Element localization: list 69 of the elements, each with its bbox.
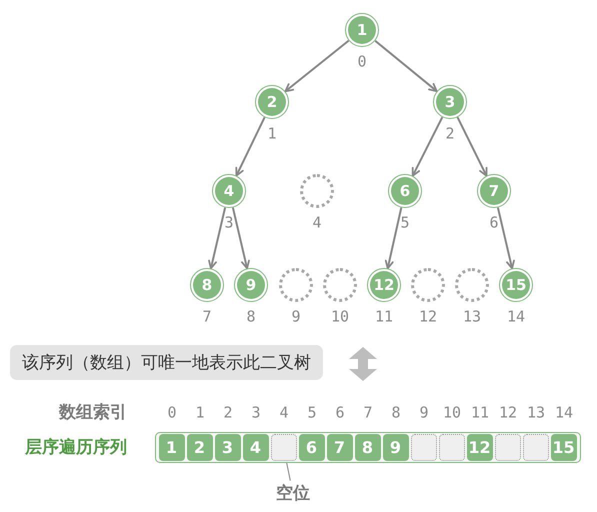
index-number: 7 [202,310,212,324]
index-number: 3 [224,216,234,230]
index-number: 13 [526,406,546,420]
array-cell: 4 [242,434,268,461]
index-number: 1 [195,406,205,420]
tree-node: 7 [477,174,511,208]
empty-cell [438,434,464,461]
index-number: 12 [418,310,438,324]
tree-node: 6 [388,174,422,208]
index-number: 10 [442,406,462,420]
arrow [232,207,250,270]
index-number: 3 [251,406,261,420]
array-cell: 3 [214,434,240,461]
arrow [384,207,402,270]
index-number: 13 [462,310,482,324]
index-number: 10 [330,310,350,324]
index-number: 5 [400,216,410,230]
index-number: 9 [291,310,301,324]
index-number: 12 [498,406,518,420]
arrow [284,40,350,92]
index-number: 11 [470,406,490,420]
callout-label: 空位 [276,486,310,502]
empty-cell [270,434,296,461]
index-number: 1 [267,126,277,142]
tree-node: 2 [255,85,289,119]
arrow [412,116,444,177]
index-number: 7 [363,406,373,420]
array-cell: 9 [382,434,408,461]
index-number: 6 [489,216,499,230]
array-cell: 12 [466,434,492,461]
leader-line [286,460,291,482]
array-cell: 6 [298,434,324,461]
index-number: 4 [279,406,289,420]
array-cell: 2 [186,434,212,461]
index-number: 14 [554,406,574,420]
array-cell: 15 [550,434,576,461]
tree-node: 12 [367,268,401,302]
arrow [235,116,266,177]
tree-node: 1 [345,13,379,47]
arrow [456,116,488,177]
empty-cell [410,434,436,461]
tree-node: 9 [234,268,268,302]
arrow [496,207,515,270]
index-number: 14 [506,310,526,324]
index-number: 5 [307,406,317,420]
note-box: 该序列（数组）可唯一地表示此二叉树 [10,345,323,380]
tree-node: 3 [433,85,467,119]
index-number: 2 [223,406,233,420]
index-number: 2 [445,126,455,142]
index-number: 0 [357,54,367,70]
index-number: 6 [335,406,345,420]
row-label: 层序遍历序列 [25,439,127,456]
tree-node: 8 [190,268,224,302]
index-number: 4 [312,216,322,230]
arrow [374,40,438,92]
row-label: 数组索引 [59,404,127,422]
index-number: 9 [419,406,429,420]
tree-node: 4 [212,174,246,208]
index-number: 8 [391,406,401,420]
arrow [208,207,226,270]
array-cell: 1 [158,434,184,461]
tree-node: 15 [499,268,533,302]
empty-cell [494,434,520,461]
array-cell: 8 [354,434,380,461]
empty-cell [522,434,548,461]
array-cell: 7 [326,434,352,461]
index-number: 0 [167,406,177,420]
index-number: 11 [374,310,394,324]
index-number: 8 [246,310,256,324]
